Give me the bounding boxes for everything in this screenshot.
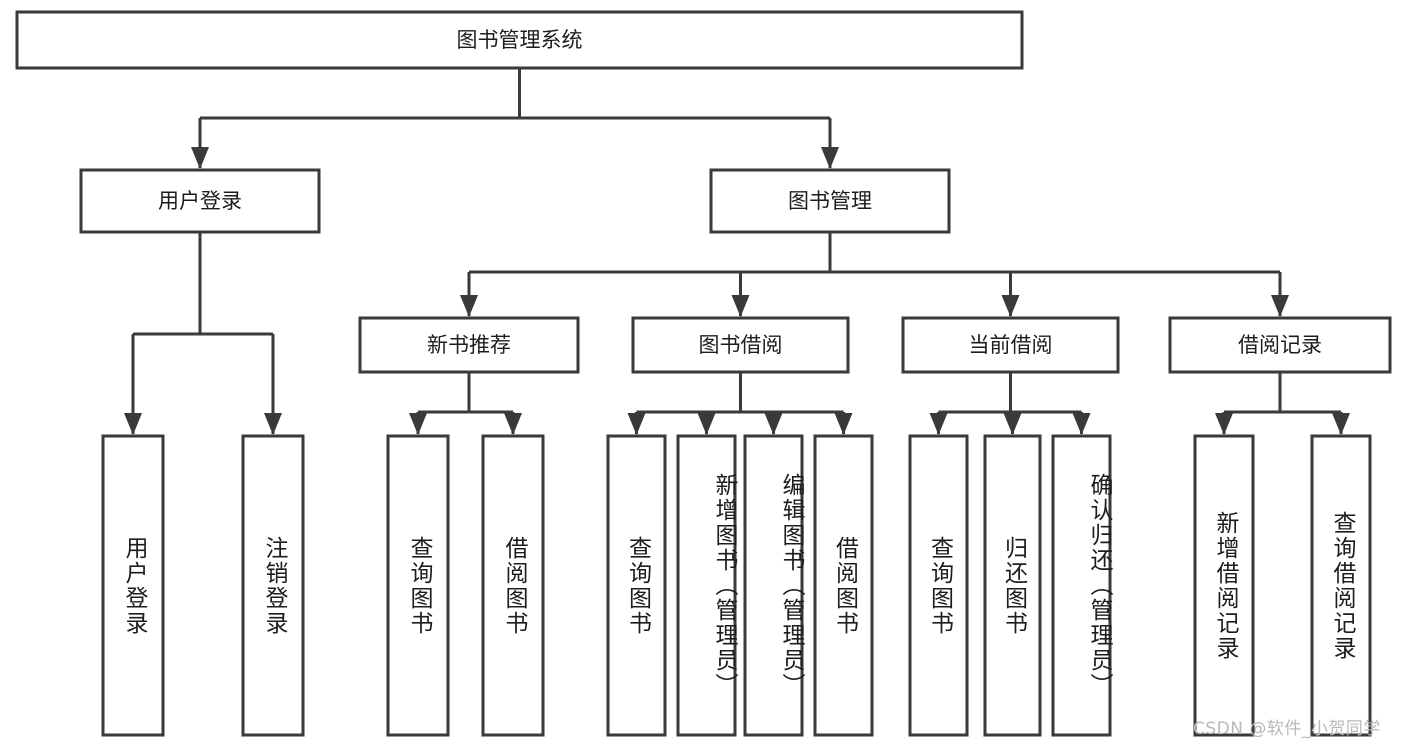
node-leaf-4-label: 查询图书	[624, 535, 651, 636]
node-leaf-12	[1310, 434, 1372, 737]
arrow-login-to-leaf-1	[264, 413, 282, 435]
node-l3-3-label: 借阅记录	[1238, 333, 1322, 357]
node-l2-0-label: 用户登录	[158, 189, 242, 213]
node-leaf-3	[481, 434, 545, 737]
arrow-l3-1-to-leaf-1	[697, 413, 716, 435]
arrow-l2-to-l3-1	[731, 295, 750, 317]
node-l3-1	[631, 316, 850, 374]
node-leaf-8	[908, 434, 969, 737]
node-l3-0	[358, 316, 580, 374]
node-leaf-1-label: 注销登录	[260, 535, 287, 636]
node-leaf-0	[101, 434, 165, 737]
arrow-root-to-l2-1	[821, 147, 839, 169]
arrow-l3-2-to-leaf-1	[1003, 413, 1022, 435]
node-leaf-7	[813, 434, 874, 737]
node-leaf-4	[606, 434, 667, 737]
node-leaf-8-label: 查询图书	[926, 535, 953, 636]
node-l2-0	[79, 168, 321, 234]
arrow-l3-0-to-leaf-1	[504, 413, 522, 435]
node-leaf-9	[983, 434, 1042, 737]
node-l3-2	[901, 316, 1120, 374]
arrow-l3-2-to-leaf-0	[929, 413, 948, 435]
arrow-l3-0-to-leaf-0	[409, 413, 427, 435]
node-leaf-3-label: 借阅图书	[500, 535, 527, 636]
arrow-l3-1-to-leaf-0	[627, 413, 646, 435]
connector-lines	[124, 68, 1350, 435]
node-root	[15, 10, 1024, 70]
node-l3-3	[1168, 316, 1392, 374]
node-boxes	[15, 10, 1392, 737]
node-leaf-12-label: 查询借阅记录	[1328, 510, 1355, 661]
arrow-l3-3-to-leaf-1	[1332, 413, 1350, 435]
node-l2-1-label: 图书管理	[788, 189, 872, 213]
node-leaf-2-label: 查询图书	[405, 535, 432, 636]
watermark-credit: CSDN @软件_小贺同学	[1193, 719, 1381, 739]
node-leaf-0-label: 用户登录	[120, 535, 147, 636]
node-l3-1-label: 图书借阅	[699, 333, 783, 357]
node-l3-2-label: 当前借阅	[969, 333, 1053, 357]
arrow-l3-1-to-leaf-2	[764, 413, 783, 435]
arrow-root-to-l2-0	[191, 147, 209, 169]
node-leaf-7-label: 借阅图书	[831, 535, 858, 636]
node-leaf-6	[743, 434, 804, 737]
node-leaf-6-label: 编辑图书（管理员）	[778, 473, 804, 698]
node-leaf-11	[1193, 434, 1255, 737]
node-root-label: 图书管理系统	[457, 28, 583, 52]
node-l2-1	[709, 168, 951, 234]
node-leaf-9-label: 归还图书	[1000, 535, 1027, 636]
arrow-l3-2-to-leaf-2	[1072, 413, 1091, 435]
node-leaf-10-label: 确认归还（管理员）	[1086, 473, 1112, 698]
arrow-l2-to-l3-0	[460, 295, 478, 317]
node-leaf-2	[386, 434, 450, 737]
arrow-l2-to-l3-3	[1271, 295, 1289, 317]
arrow-l2-to-l3-2	[1001, 295, 1020, 317]
arrow-l3-3-to-leaf-0	[1215, 413, 1233, 435]
node-leaf-10	[1051, 434, 1112, 737]
arrow-login-to-leaf-0	[124, 413, 142, 435]
node-leaf-1	[241, 434, 305, 737]
node-leaf-5-label: 新增图书（管理员）	[711, 473, 737, 698]
node-leaf-5	[676, 434, 737, 737]
arrow-l3-1-to-leaf-3	[834, 413, 853, 435]
node-leaf-11-label: 新增借阅记录	[1211, 510, 1238, 661]
node-l3-0-label: 新书推荐	[427, 333, 511, 357]
